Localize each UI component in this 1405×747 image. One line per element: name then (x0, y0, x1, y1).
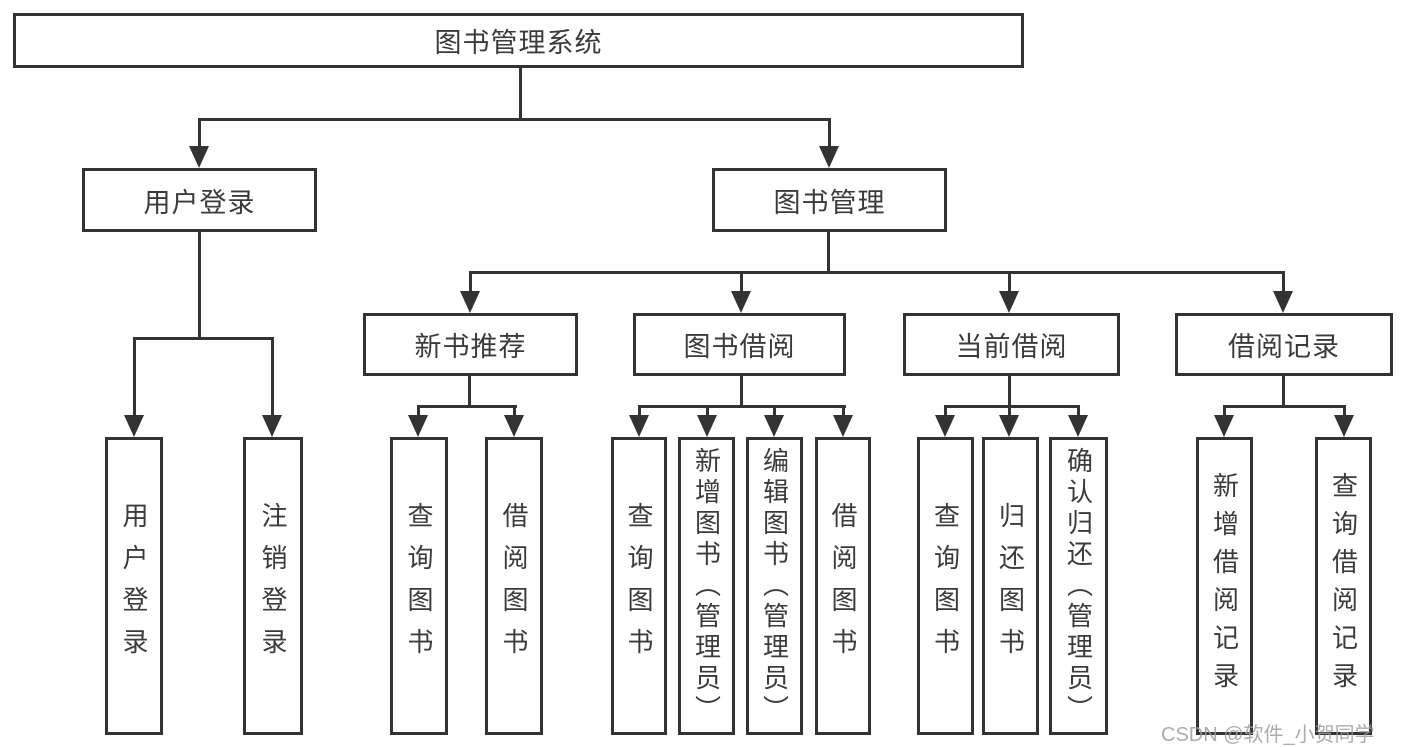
node-label: 新增借阅记录 (1209, 472, 1240, 700)
connector-line (417, 405, 517, 408)
node-leaf-edit-book-admin: 编辑图书（管理员） (746, 437, 803, 735)
connector-line (198, 118, 201, 150)
node-label: 当前借阅 (955, 332, 1068, 362)
arrow-down-icon (697, 415, 717, 437)
connector-line (944, 405, 947, 419)
csdn-watermark: CSDN @软件_小贺同学 (1161, 724, 1375, 746)
connector-line (133, 337, 136, 419)
node-leaf-query-book: 查询图书 (917, 437, 974, 735)
node-library-system: 图书管理系统 (13, 13, 1024, 68)
connector-line (773, 405, 776, 419)
connector-line (469, 271, 472, 295)
node-leaf-query-book: 查询图书 (390, 437, 448, 735)
connector-line (944, 405, 1080, 408)
arrow-down-icon (189, 146, 209, 168)
node-label: 查询图书 (624, 502, 654, 670)
connector-line (1223, 405, 1346, 408)
connector-line (519, 68, 522, 118)
arrow-down-icon (1334, 415, 1354, 437)
connector-line (1008, 271, 1011, 295)
node-leaf-borrow-book: 借阅图书 (485, 437, 543, 735)
connector-line (1077, 405, 1080, 419)
node-leaf-user-login: 用户登录 (105, 437, 163, 735)
node-leaf-return-book: 归还图书 (982, 437, 1039, 735)
node-label: 借阅图书 (499, 502, 529, 670)
arrow-down-icon (1068, 415, 1088, 437)
connector-line (827, 232, 830, 274)
node-leaf-add-borrow-record: 新增借阅记录 (1196, 437, 1253, 735)
arrow-down-icon (731, 291, 751, 313)
node-label: 查询图书 (404, 502, 434, 670)
node-leaf-logout: 注销登录 (243, 437, 303, 735)
connector-line (133, 337, 274, 340)
arrow-down-icon (1273, 291, 1293, 313)
node-book-management: 图书管理 (712, 168, 947, 232)
arrow-down-icon (460, 291, 480, 313)
connector-line (198, 232, 201, 337)
arrow-down-icon (408, 415, 428, 437)
node-label: 图书管理 (773, 187, 886, 218)
arrow-down-icon (764, 415, 784, 437)
node-leaf-borrow-book: 借阅图书 (815, 437, 871, 735)
node-label: 查询借阅记录 (1328, 472, 1359, 700)
connector-line (271, 337, 274, 419)
connector-line (638, 405, 641, 419)
arrow-down-icon (999, 291, 1019, 313)
node-label: 注销登录 (258, 502, 288, 670)
node-leaf-add-book-admin: 新增图书（管理员） (678, 437, 735, 735)
connector-line (513, 405, 516, 419)
connector-line (1282, 376, 1285, 407)
node-leaf-query-book: 查询图书 (611, 437, 667, 735)
node-label: 确认归还（管理员） (1063, 446, 1094, 726)
connector-line (638, 405, 846, 408)
arrow-down-icon (833, 415, 853, 437)
connector-line (740, 376, 743, 407)
node-label: 用户登录 (143, 187, 256, 218)
arrow-down-icon (504, 415, 524, 437)
connector-line (198, 118, 831, 121)
node-label: 图书管理系统 (434, 28, 603, 58)
arrow-down-icon (262, 415, 282, 437)
node-borrow-records: 借阅记录 (1175, 313, 1393, 376)
node-label: 归还图书 (995, 502, 1026, 670)
connector-line (706, 405, 709, 419)
node-leaf-query-borrow-record: 查询借阅记录 (1315, 437, 1372, 735)
node-book-borrow: 图书借阅 (633, 313, 846, 376)
arrow-down-icon (629, 415, 649, 437)
node-label: 借阅图书 (828, 502, 858, 670)
node-label: 新书推荐 (414, 332, 527, 362)
node-current-borrow: 当前借阅 (903, 313, 1120, 376)
node-label: 查询图书 (930, 502, 961, 670)
connector-line (740, 271, 743, 295)
connector-line (842, 405, 845, 419)
node-label: 编辑图书（管理员） (759, 446, 790, 726)
arrow-down-icon (124, 415, 144, 437)
arrow-down-icon (1214, 415, 1234, 437)
arrow-down-icon (935, 415, 955, 437)
node-label: 用户登录 (119, 502, 149, 670)
node-new-book-recommend: 新书推荐 (363, 313, 578, 376)
arrow-down-icon (999, 415, 1019, 437)
node-label: 图书借阅 (683, 332, 796, 362)
arrow-down-icon (819, 146, 839, 168)
connector-line (468, 376, 471, 407)
connector-line (1008, 405, 1011, 419)
connector-line (1008, 376, 1011, 407)
node-user-login: 用户登录 (82, 168, 317, 232)
node-label: 借阅记录 (1228, 332, 1340, 362)
connector-line (417, 405, 420, 419)
connector-line (828, 118, 831, 150)
connector-line (1282, 271, 1285, 295)
connector-line (469, 271, 1285, 274)
node-label: 新增图书（管理员） (691, 446, 722, 726)
node-leaf-confirm-return-admin: 确认归还（管理员） (1049, 437, 1108, 735)
connector-line (1343, 405, 1346, 419)
connector-line (1223, 405, 1226, 419)
